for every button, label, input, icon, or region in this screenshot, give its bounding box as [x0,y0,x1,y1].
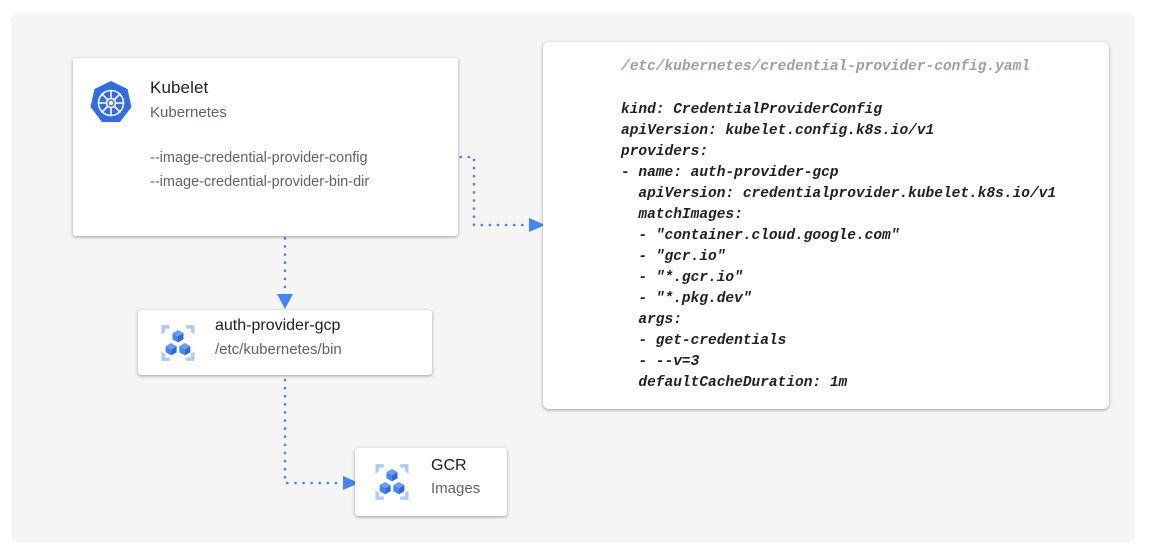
credential-provider-config-card[interactable]: /etc/kubernetes/credential-provider-conf… [543,42,1109,409]
yaml-file-path: /etc/kubernetes/credential-provider-conf… [621,59,1030,75]
auth-provider-node-card[interactable]: auth-provider-gcp /etc/kubernetes/bin [138,310,432,375]
kubelet-subtitle: Kubernetes [150,104,227,121]
kubelet-flags: --image-credential-provider-config --ima… [150,146,369,194]
container-registry-icon [370,460,414,504]
kubelet-flag-config: --image-credential-provider-config [150,150,368,166]
kubelet-flag-bin-dir: --image-credential-provider-bin-dir [150,174,370,190]
kubelet-title: Kubelet [150,78,209,97]
kubelet-node-card[interactable]: Kubelet Kubernetes --image-credential-pr… [73,58,458,236]
yaml-content: kind: CredentialProviderConfig apiVersio… [621,102,1057,391]
gcr-node-card[interactable]: GCR Images [355,448,507,516]
gcr-title: GCR [431,457,467,474]
kubernetes-logo-icon [86,78,136,128]
container-registry-icon [156,321,200,365]
auth-provider-title: auth-provider-gcp [215,317,341,334]
auth-provider-subtitle: /etc/kubernetes/bin [215,341,342,358]
gcr-subtitle: Images [431,480,481,497]
